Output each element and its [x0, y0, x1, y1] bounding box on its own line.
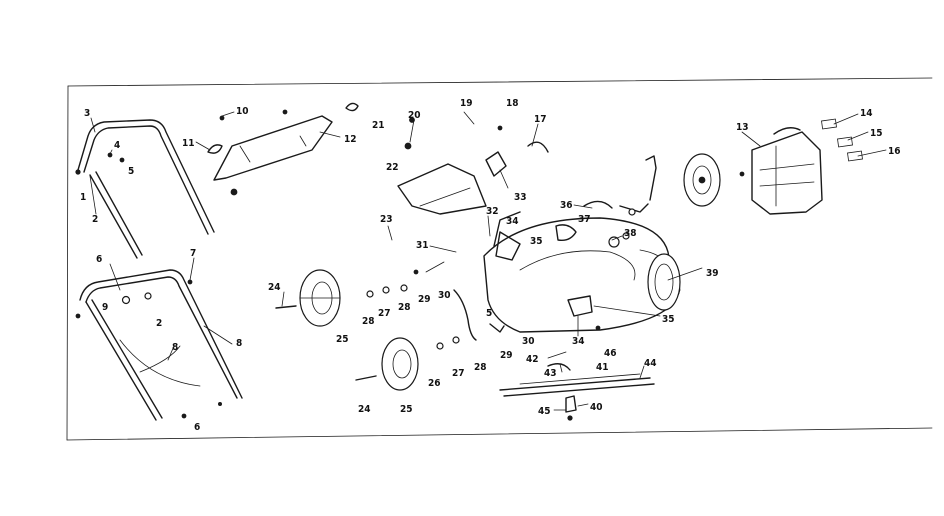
callout-28-lower: 28	[474, 362, 487, 373]
callout-10: 10	[236, 106, 249, 117]
callout-39: 39	[706, 268, 719, 279]
callout-21: 21	[372, 120, 385, 131]
blade-assembly	[499, 363, 655, 421]
callout-20: 20	[408, 110, 421, 121]
callout-5: 5	[128, 166, 134, 177]
callout-46: 46	[604, 348, 617, 359]
callout-2: 2	[92, 214, 98, 225]
callout-15: 15	[870, 128, 883, 139]
callout-5-deck: 5	[486, 308, 492, 319]
callout-27-lower: 27	[452, 368, 465, 379]
callout-44: 44	[644, 358, 657, 369]
callout-12: 12	[344, 134, 357, 145]
callout-25-lower: 25	[400, 404, 413, 415]
callout-30-lower: 30	[522, 336, 535, 347]
callout-6-lower: 6	[194, 422, 200, 433]
engine	[739, 127, 823, 215]
callout-27-upper: 27	[378, 308, 391, 319]
callout-35-upper: 35	[530, 236, 543, 247]
upper-handle	[75, 119, 215, 259]
callout-3: 3	[84, 108, 90, 119]
callout-43: 43	[544, 368, 557, 379]
callout-45: 45	[538, 406, 551, 417]
rear-right-wheel	[647, 253, 681, 311]
callout-labels: 1 2 3 4 5 6 7 8 9 8 2 6 10 11 12 13 14 1…	[80, 98, 901, 433]
callout-38: 38	[624, 228, 637, 239]
lower-handle	[75, 269, 243, 421]
rear-left-wheel	[299, 269, 341, 327]
callout-8: 8	[236, 338, 242, 349]
callout-4: 4	[114, 140, 120, 151]
baffle-plate	[397, 117, 487, 215]
diagram-frame	[66, 77, 933, 441]
callout-19: 19	[460, 98, 473, 109]
callout-8-lower: 8	[172, 342, 178, 353]
callout-14: 14	[860, 108, 873, 119]
callout-34-upper: 34	[506, 216, 519, 227]
callout-26: 26	[428, 378, 441, 389]
callout-28-upper: 28	[362, 316, 375, 327]
axle-hardware	[275, 284, 460, 381]
callout-36: 36	[560, 200, 573, 211]
discharge-chute	[207, 102, 359, 196]
callout-29-upper: 29	[418, 294, 431, 305]
callout-22: 22	[386, 162, 399, 173]
callout-6-upper: 6	[96, 254, 102, 265]
callout-37: 37	[578, 214, 591, 225]
leader-lines	[89, 111, 887, 411]
engine-side-wheel	[683, 153, 721, 207]
callout-9: 9	[102, 302, 108, 313]
callout-16: 16	[888, 146, 901, 157]
callout-34-lower: 34	[572, 336, 585, 347]
callout-24-lower: 24	[358, 404, 371, 415]
callout-28-mid: 28	[398, 302, 411, 313]
callout-32: 32	[486, 206, 499, 217]
callout-29-lower: 29	[500, 350, 513, 361]
decals	[821, 118, 863, 162]
callout-7: 7	[190, 248, 196, 259]
callout-2-lower: 2	[156, 318, 162, 329]
front-left-wheel	[381, 337, 419, 391]
callout-30-upper: 30	[438, 290, 451, 301]
callout-17: 17	[534, 114, 547, 125]
callout-13: 13	[736, 122, 749, 133]
callout-35-lower: 35	[662, 314, 675, 325]
callout-18: 18	[506, 98, 519, 109]
callout-42: 42	[526, 354, 539, 365]
callout-1: 1	[80, 192, 86, 203]
callout-31: 31	[416, 240, 429, 251]
callout-33: 33	[514, 192, 527, 203]
throttle-linkage	[413, 125, 657, 341]
callout-40: 40	[590, 402, 603, 413]
callout-11: 11	[182, 138, 195, 149]
callout-25-upper: 25	[336, 334, 349, 345]
callout-23: 23	[380, 214, 393, 225]
callout-41: 41	[596, 362, 609, 373]
callout-24-upper: 24	[268, 282, 281, 293]
